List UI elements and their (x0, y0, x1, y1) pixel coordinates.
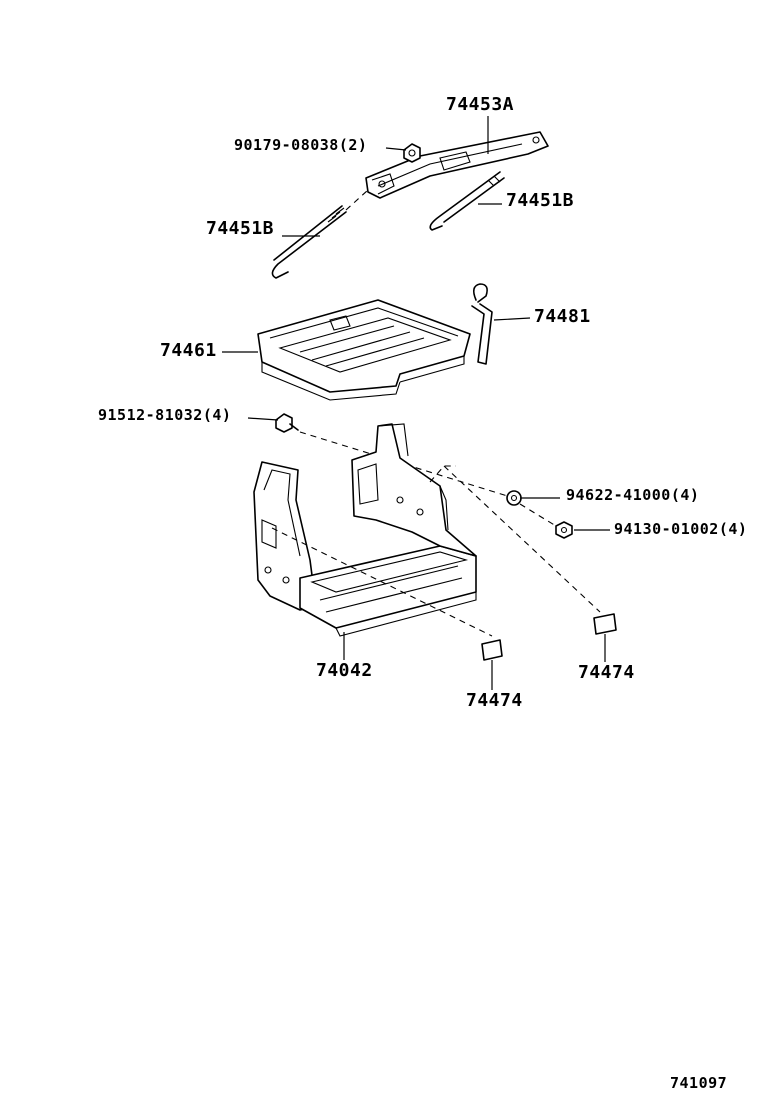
label-74453A: 74453A (446, 94, 515, 115)
label-94130-01002: 94130-01002(4) (614, 520, 748, 538)
label-90179-08038: 90179-08038(2) (234, 136, 368, 154)
nut-90179[interactable] (403, 143, 421, 163)
label-74451B-right: 74451B (506, 190, 575, 211)
label-74474-left: 74474 (466, 690, 523, 711)
label-74481: 74481 (534, 306, 591, 327)
battery-tray-74461[interactable] (257, 299, 471, 401)
label-74474-right: 74474 (578, 662, 635, 683)
label-74451B-left: 74451B (206, 218, 275, 239)
j-bolt-74451B-left[interactable] (271, 189, 369, 279)
pad-74474-left[interactable] (481, 639, 503, 661)
label-74042: 74042 (316, 660, 373, 681)
nut-94130[interactable] (519, 503, 573, 539)
battery-clamp-74453A[interactable] (365, 131, 549, 199)
diagram-code: 741097 (670, 1074, 728, 1092)
pad-74474-right[interactable] (593, 613, 617, 635)
label-94622-41000: 94622-41000(4) (566, 486, 700, 504)
battery-carrier-74042[interactable] (253, 423, 601, 637)
label-91512-81032: 91512-81032(4) (98, 406, 232, 424)
j-bolt-74451B-right[interactable] (429, 171, 505, 231)
washer-94622[interactable] (506, 490, 522, 506)
rod-74481[interactable] (471, 283, 493, 365)
label-74461: 74461 (160, 340, 217, 361)
leader-lines (222, 116, 610, 690)
